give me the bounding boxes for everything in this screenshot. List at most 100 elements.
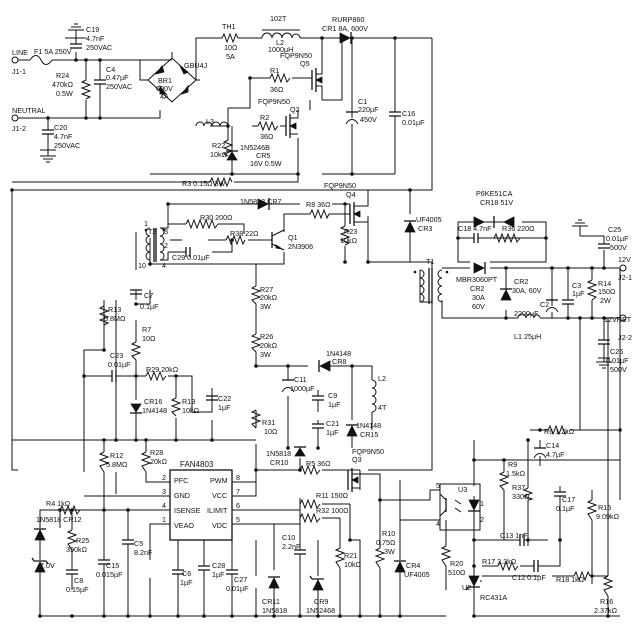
- label-u3-ref: U3: [458, 485, 467, 494]
- label-c1-ref: C1: [358, 97, 367, 106]
- label-c23-ref: C23: [110, 351, 123, 360]
- label-cr18-part: P6KE51CA: [476, 189, 513, 198]
- resistor-r5: [299, 464, 321, 476]
- label-r31-val: 10Ω: [264, 427, 278, 436]
- resistor-r30: [185, 218, 230, 230]
- diode-cr11: [268, 576, 280, 589]
- label-r23-ref: R23: [344, 227, 357, 236]
- label-r19-ref: R19: [182, 397, 195, 406]
- label-th1-ref: TH1: [222, 22, 236, 31]
- label-t2-ref: T2: [148, 227, 156, 236]
- label-r11: R11 150Ω: [316, 491, 349, 500]
- label-c18: C18 4.7nF: [458, 224, 492, 233]
- optocoupler-u3: [439, 483, 481, 531]
- resistor-r6: [547, 424, 569, 436]
- label-c7-ref: C7: [144, 291, 153, 300]
- label-c27-ref: C27: [234, 575, 247, 584]
- label-cr11-ref: CR11: [262, 597, 280, 606]
- zener-7v: [31, 557, 49, 573]
- label-cr7: 1N5818 CR7: [240, 197, 282, 206]
- output-12v-terminal[interactable]: [619, 264, 627, 272]
- capacitor-c8: [66, 569, 78, 578]
- label-r25-ref: R25: [76, 536, 89, 545]
- resistor-r31: [250, 409, 262, 429]
- label-cr2-v: 60V: [472, 302, 485, 311]
- label-r7-val: 10Ω: [142, 334, 156, 343]
- resistor-r7: [130, 341, 142, 361]
- label-r38: R38 22Ω: [230, 229, 259, 238]
- label-c28-val: 1µF: [212, 570, 225, 579]
- capacitor-c25: [598, 243, 610, 249]
- label-cr5-ref: CR5: [256, 151, 270, 160]
- label-c16-val: 0.01µF: [402, 118, 425, 127]
- label-c17-val: 0.1µF: [556, 504, 575, 513]
- capacitor-c10: [294, 549, 306, 560]
- capacitor-c19: [70, 43, 82, 49]
- label-c1-val: 220µF: [358, 105, 379, 114]
- label-neutral-j: J1-2: [12, 124, 26, 133]
- diode-cr8: [318, 360, 331, 372]
- label-u3-p1: 1: [480, 499, 484, 508]
- label-r4: R4 1kΩ: [46, 499, 71, 508]
- label-q2-part: FQP9N50: [258, 97, 290, 106]
- label-cr16-part: 1N4148: [142, 406, 167, 415]
- label-cr2-a: 30A: [472, 293, 485, 302]
- label-cr8-ref: CR8: [332, 357, 346, 366]
- labels: LINE J1-1 NEUTRAL J1-2 F1 5A 250V C19 4.…: [12, 14, 632, 615]
- label-l2b-turns: 4T: [378, 403, 387, 412]
- label-r15-val: 9.09kΩ: [596, 512, 620, 521]
- label-ic-pin1: 1: [162, 515, 166, 524]
- capacitor-c9: [312, 395, 324, 404]
- label-c29: C29 0.01µF: [172, 253, 210, 262]
- label-c20-ref: C20: [54, 123, 67, 132]
- label-c23-val: 0.01µF: [108, 360, 131, 369]
- inductor-l1: [517, 313, 541, 319]
- ic-fan4803-body: [169, 469, 233, 541]
- label-c10-val: 2.2nF: [282, 542, 301, 551]
- resistor-r22: [222, 139, 234, 157]
- label-r27-val: 20kΩ: [260, 293, 278, 302]
- label-r24-val: 470kΩ: [52, 80, 74, 89]
- label-c28-ref: C28: [212, 561, 225, 570]
- label-q3-part: FQP9N50: [352, 447, 384, 456]
- label-c12: C12 0.1µF: [512, 573, 546, 582]
- label-cr4-ref: CR4: [406, 561, 420, 570]
- zener-cr9: [309, 575, 324, 591]
- capacitor-c26: [598, 339, 610, 348]
- label-r1-ref: R1: [270, 66, 279, 75]
- label-z7: 7.0V: [40, 561, 55, 570]
- chassis-ground-c20: [40, 150, 56, 163]
- label-r32: R32 100Ω: [316, 506, 349, 515]
- capacitor-c7: [130, 289, 142, 295]
- label-r5: R5 36Ω: [306, 459, 331, 468]
- label-q4-ref: Q4: [346, 190, 356, 199]
- label-q5-ref: Q5: [300, 59, 310, 68]
- label-ic-pin6: 6: [236, 501, 240, 510]
- resistor-r24: [80, 79, 92, 100]
- label-c3-val: 1µF: [572, 289, 585, 298]
- label-r12-val: 5.8MΩ: [106, 460, 128, 469]
- label-r25-val: 390kΩ: [66, 545, 88, 554]
- output-12vret-terminal[interactable]: [619, 314, 627, 322]
- label-ic-pfc: PFC: [174, 476, 188, 485]
- label-c26-val: 0.01µF: [606, 356, 629, 365]
- fuse-f1: [29, 55, 53, 65]
- label-r2-val: 36Ω: [260, 132, 274, 141]
- label-q3-ref: Q3: [352, 455, 362, 464]
- label-r22-val: 10kΩ: [210, 150, 228, 159]
- capacitor-c22: [206, 395, 218, 401]
- label-r1-val: 36Ω: [270, 85, 284, 94]
- label-c5-ref: C5: [134, 539, 143, 548]
- label-r12-ref: R12: [110, 451, 123, 460]
- label-t2-p2: 2: [164, 241, 168, 250]
- resistor-r37: [522, 487, 534, 501]
- line-terminal[interactable]: [11, 56, 19, 64]
- label-c9-ref: C9: [328, 391, 337, 400]
- neutral-terminal[interactable]: [11, 114, 19, 122]
- label-l1: L1 25µH: [514, 332, 541, 341]
- label-r9-ref: R9: [508, 460, 517, 469]
- resistor-r17: [497, 560, 519, 572]
- label-neutral: NEUTRAL: [12, 106, 46, 115]
- resistor-r18: [573, 570, 591, 582]
